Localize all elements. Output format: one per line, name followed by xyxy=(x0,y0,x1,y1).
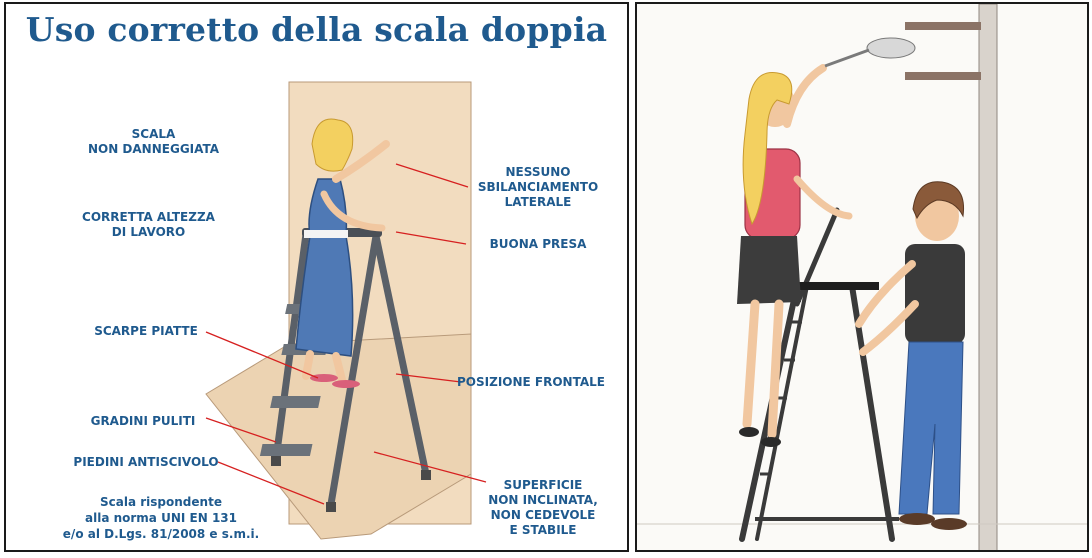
duster-icon xyxy=(866,37,916,59)
label-nessuno-sbilanciamento: NESSUNO SBILANCIAMENTO LATERALE xyxy=(477,165,599,209)
boy-shirt xyxy=(905,244,965,344)
woman-apron-tie xyxy=(304,230,348,238)
left-illustration-panel: Uso corretto della scala doppia SCALA NO… xyxy=(4,2,629,552)
boy-jeans xyxy=(898,341,964,515)
arrow-gradini xyxy=(205,417,277,443)
woman-legs xyxy=(302,350,346,384)
label-buona-presa: BUONA PRESA xyxy=(489,237,587,251)
callout-arrows xyxy=(205,163,487,505)
arrow-piedini xyxy=(217,461,325,505)
arrow-scarpe xyxy=(205,331,319,379)
ladder-foot xyxy=(421,470,431,480)
boy-arm xyxy=(859,300,919,356)
ladder-step xyxy=(259,444,313,456)
ladder-rear-leg xyxy=(372,232,430,478)
norm-note-line1: Scala rispondente xyxy=(100,495,222,509)
label-scarpe-piatte: SCARPE PIATTE xyxy=(94,324,198,338)
girl-legs xyxy=(742,299,784,439)
ladder-step xyxy=(270,396,321,408)
woman-arm xyxy=(320,190,386,232)
norm-note-standard: UNI EN 131 xyxy=(161,511,237,525)
poster-title: Uso corretto della scala doppia xyxy=(25,10,608,49)
ladder-helper-drawing xyxy=(637,4,1087,550)
woman-hair xyxy=(311,118,354,172)
arrow-frontale xyxy=(395,373,462,383)
arrow-presa xyxy=(395,231,467,245)
wall-pillar xyxy=(978,4,998,550)
norm-note-prefix: alla norma xyxy=(85,511,162,525)
norm-note-line3: e/o al D.Lgs. 81/2008 e s.m.i. xyxy=(62,527,260,541)
label-posizione-frontale: POSIZIONE FRONTALE xyxy=(457,375,605,389)
norm-note-line2: alla norma UNI EN 131 xyxy=(36,510,286,526)
ladder-safety-drawing xyxy=(205,81,487,540)
boy-arm xyxy=(855,260,916,328)
girl-shoe xyxy=(739,427,759,437)
shelf-bracket xyxy=(905,22,981,30)
woman-shoe xyxy=(332,380,360,388)
woman-arm xyxy=(332,140,390,183)
ladder-rail xyxy=(755,284,809,541)
girl-arm xyxy=(793,175,853,220)
arrow-sbilanciamento xyxy=(395,163,469,188)
girl-hair xyxy=(742,72,793,226)
label-scala-non-danneggiata: SCALA NON DANNEGGIATA xyxy=(87,127,220,156)
label-corretta-altezza: CORRETTA ALTEZZA DI LAVORO xyxy=(82,210,215,239)
label-piedini-antiscivolo: PIEDINI ANTISCIVOLO xyxy=(73,455,219,469)
ladder-rear-leg xyxy=(849,283,895,542)
woman-shoe xyxy=(310,374,338,382)
girl-shoe xyxy=(761,437,781,447)
ladder-platform xyxy=(789,282,879,290)
right-illustration-panel xyxy=(635,2,1089,552)
ladder-foot xyxy=(326,502,336,512)
duster-handle xyxy=(824,48,870,68)
label-gradini-puliti: GRADINI PULITI xyxy=(90,414,196,428)
label-superficie: SUPERFICIE NON INCLINATA, NON CEDEVOLE E… xyxy=(488,478,598,537)
boy-hair xyxy=(912,181,965,220)
ladder-rail-right xyxy=(327,232,380,508)
ladder-foot xyxy=(271,456,281,466)
boy-shoe xyxy=(931,518,967,530)
arrow-superficie xyxy=(373,451,487,483)
girl-skirt xyxy=(737,236,801,304)
norm-note: Scala rispondente alla norma UNI EN 131 … xyxy=(36,494,286,542)
shelf-bracket xyxy=(905,72,981,80)
boy-shoe xyxy=(899,513,935,525)
